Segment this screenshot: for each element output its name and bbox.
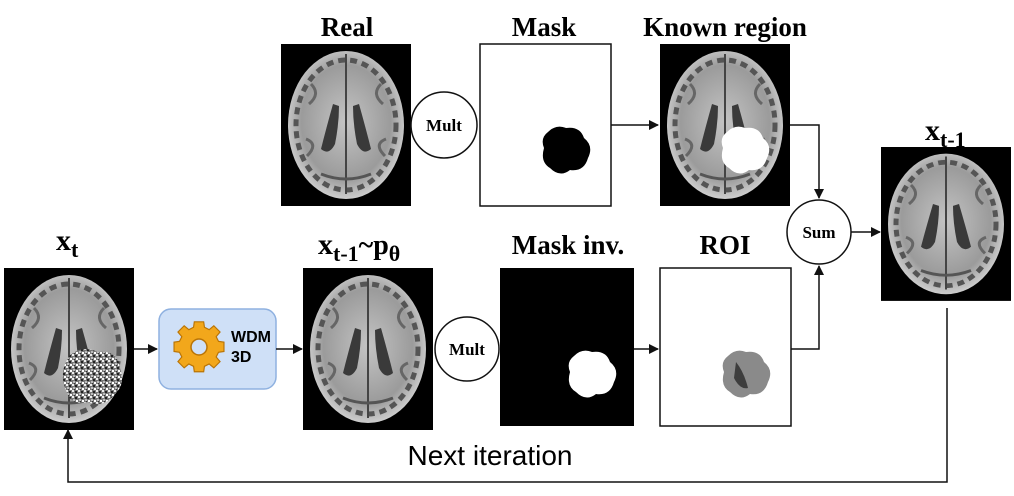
mult-label-bottom: Mult xyxy=(449,340,485,359)
known-region-title: Known region xyxy=(643,12,807,42)
mask-inv-image xyxy=(500,268,634,426)
real-title: Real xyxy=(321,12,374,42)
output-title: xt-1 xyxy=(925,114,966,152)
mult-label-top: Mult xyxy=(426,116,462,135)
roi-blob xyxy=(722,350,771,398)
mask-blob xyxy=(542,126,591,174)
mask-title: Mask xyxy=(512,12,577,42)
sum-label: Sum xyxy=(802,223,835,242)
gear-icon xyxy=(173,321,225,373)
next-iteration-label: Next iteration xyxy=(408,440,573,471)
mask-inv-title: Mask inv. xyxy=(512,230,625,260)
xt-image xyxy=(4,268,134,430)
wdm-3d-model: WDM 3D xyxy=(158,308,277,390)
mult-node-top xyxy=(410,91,478,159)
roi-image xyxy=(659,267,792,427)
arrow-roi-to-sum xyxy=(791,265,824,350)
model-name-line1: WDM xyxy=(231,329,271,346)
arrow-known-to-sum xyxy=(790,124,824,199)
next-iteration-loop xyxy=(63,308,948,483)
output-image xyxy=(881,147,1011,301)
known-region-image xyxy=(660,44,790,206)
mult-node-bottom xyxy=(434,316,500,382)
roi-title: ROI xyxy=(699,230,750,260)
sample-image xyxy=(303,268,433,430)
sample-title: xt-1~pθ xyxy=(318,228,400,266)
mask-image xyxy=(479,43,612,207)
real-image xyxy=(281,44,411,206)
model-name-line2: 3D xyxy=(231,349,251,366)
mask-inv-blob xyxy=(568,350,617,398)
xt-title: xt xyxy=(56,224,79,262)
